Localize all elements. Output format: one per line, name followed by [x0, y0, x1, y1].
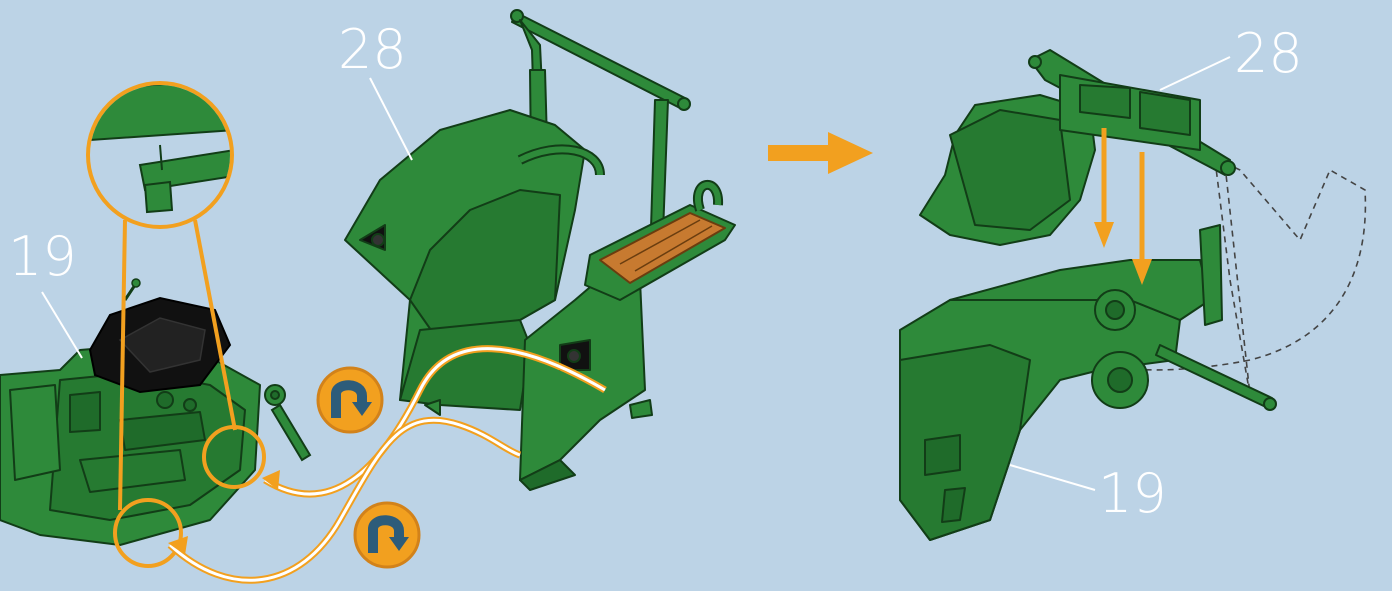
leader-line-28-right [1160, 57, 1230, 90]
crank-handle-left [265, 385, 310, 460]
callout-28-right: 28 [1234, 22, 1303, 85]
callout-19-left: 19 [8, 225, 77, 288]
callout-19-right: 19 [1098, 462, 1167, 525]
step-arrow-icon [768, 132, 873, 174]
rotate-clockwise-icon [318, 368, 382, 432]
callout-28-left: 28 [338, 18, 407, 81]
assembled-machine-right [900, 50, 1276, 540]
leader-line-28-left [370, 78, 412, 160]
rotate-clockwise-icon [355, 503, 419, 567]
leader-line-19-right [1010, 465, 1095, 490]
leader-line-19-left [42, 292, 82, 358]
